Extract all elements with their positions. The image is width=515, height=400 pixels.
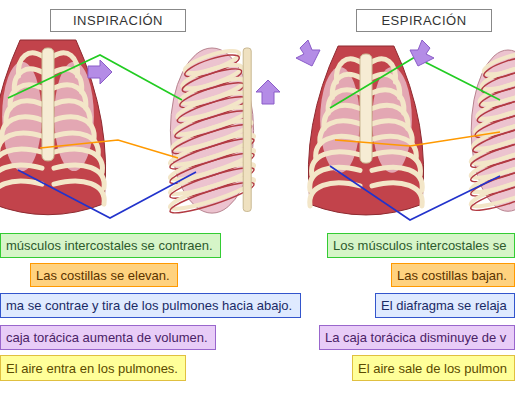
green-box: músculos intercostales se contraen. — [0, 233, 221, 258]
rib — [310, 183, 360, 206]
green-box: Los músculos intercostales se — [327, 233, 515, 258]
step-text: caja torácica aumenta de volumen. — [6, 330, 208, 345]
step-text: El aire entra en los pulmones. — [6, 361, 178, 376]
title-box: INSPIRACIÓN — [50, 9, 186, 32]
intercostal-muscle — [469, 178, 515, 215]
step-text: El aire sale de los pulmon — [358, 361, 507, 376]
step-text: Las costillas bajan. — [397, 268, 507, 283]
purple-arrow — [410, 40, 434, 66]
step-text: ma se contrae y tira de los pulmones hac… — [6, 298, 292, 313]
purple-box: La caja torácica disminuye de v — [319, 325, 515, 350]
orange-leader — [335, 132, 500, 146]
rib — [0, 181, 42, 204]
section-title: INSPIRACIÓN — [73, 13, 163, 28]
orange-box: Las costillas se elevan. — [30, 263, 178, 287]
yellow-box: El aire entra en los pulmones. — [0, 355, 186, 381]
green-leader — [8, 55, 182, 100]
blue-leader — [330, 166, 500, 220]
sternum — [42, 48, 54, 161]
ribcages — [0, 40, 515, 218]
orange-leader — [40, 140, 178, 158]
blue-leader — [18, 170, 196, 218]
blue-box: ma se contrae y tira de los pulmones hac… — [0, 293, 301, 318]
ribcage-side — [469, 50, 515, 216]
motion-arrows — [88, 40, 434, 104]
ribcage-side — [168, 47, 256, 218]
spine — [243, 48, 251, 211]
purple-arrow — [296, 40, 320, 66]
yellow-box: El aire sale de los pulmon — [352, 355, 515, 381]
lung — [320, 67, 360, 173]
blue-box: El diafragma se relaja — [375, 293, 515, 318]
leader-lines — [8, 55, 500, 220]
step-text: La caja torácica disminuye de v — [325, 330, 506, 345]
purple-box: caja torácica aumenta de volumen. — [0, 325, 216, 350]
step-text: El diafragma se relaja — [381, 298, 507, 313]
lung — [2, 62, 42, 171]
green-leader — [330, 57, 500, 108]
lung — [372, 67, 412, 173]
sternum — [360, 54, 372, 163]
orange-box: Las costillas bajan. — [391, 263, 515, 287]
purple-arrow — [88, 60, 112, 84]
step-text: músculos intercostales se contraen. — [6, 238, 213, 253]
step-text: Los músculos intercostales se — [333, 238, 506, 253]
purple-arrow — [256, 80, 280, 104]
section-title: ESPIRACIÓN — [381, 13, 466, 28]
title-box: ESPIRACIÓN — [356, 9, 492, 32]
step-text: Las costillas se elevan. — [36, 268, 170, 283]
rib — [372, 183, 422, 206]
